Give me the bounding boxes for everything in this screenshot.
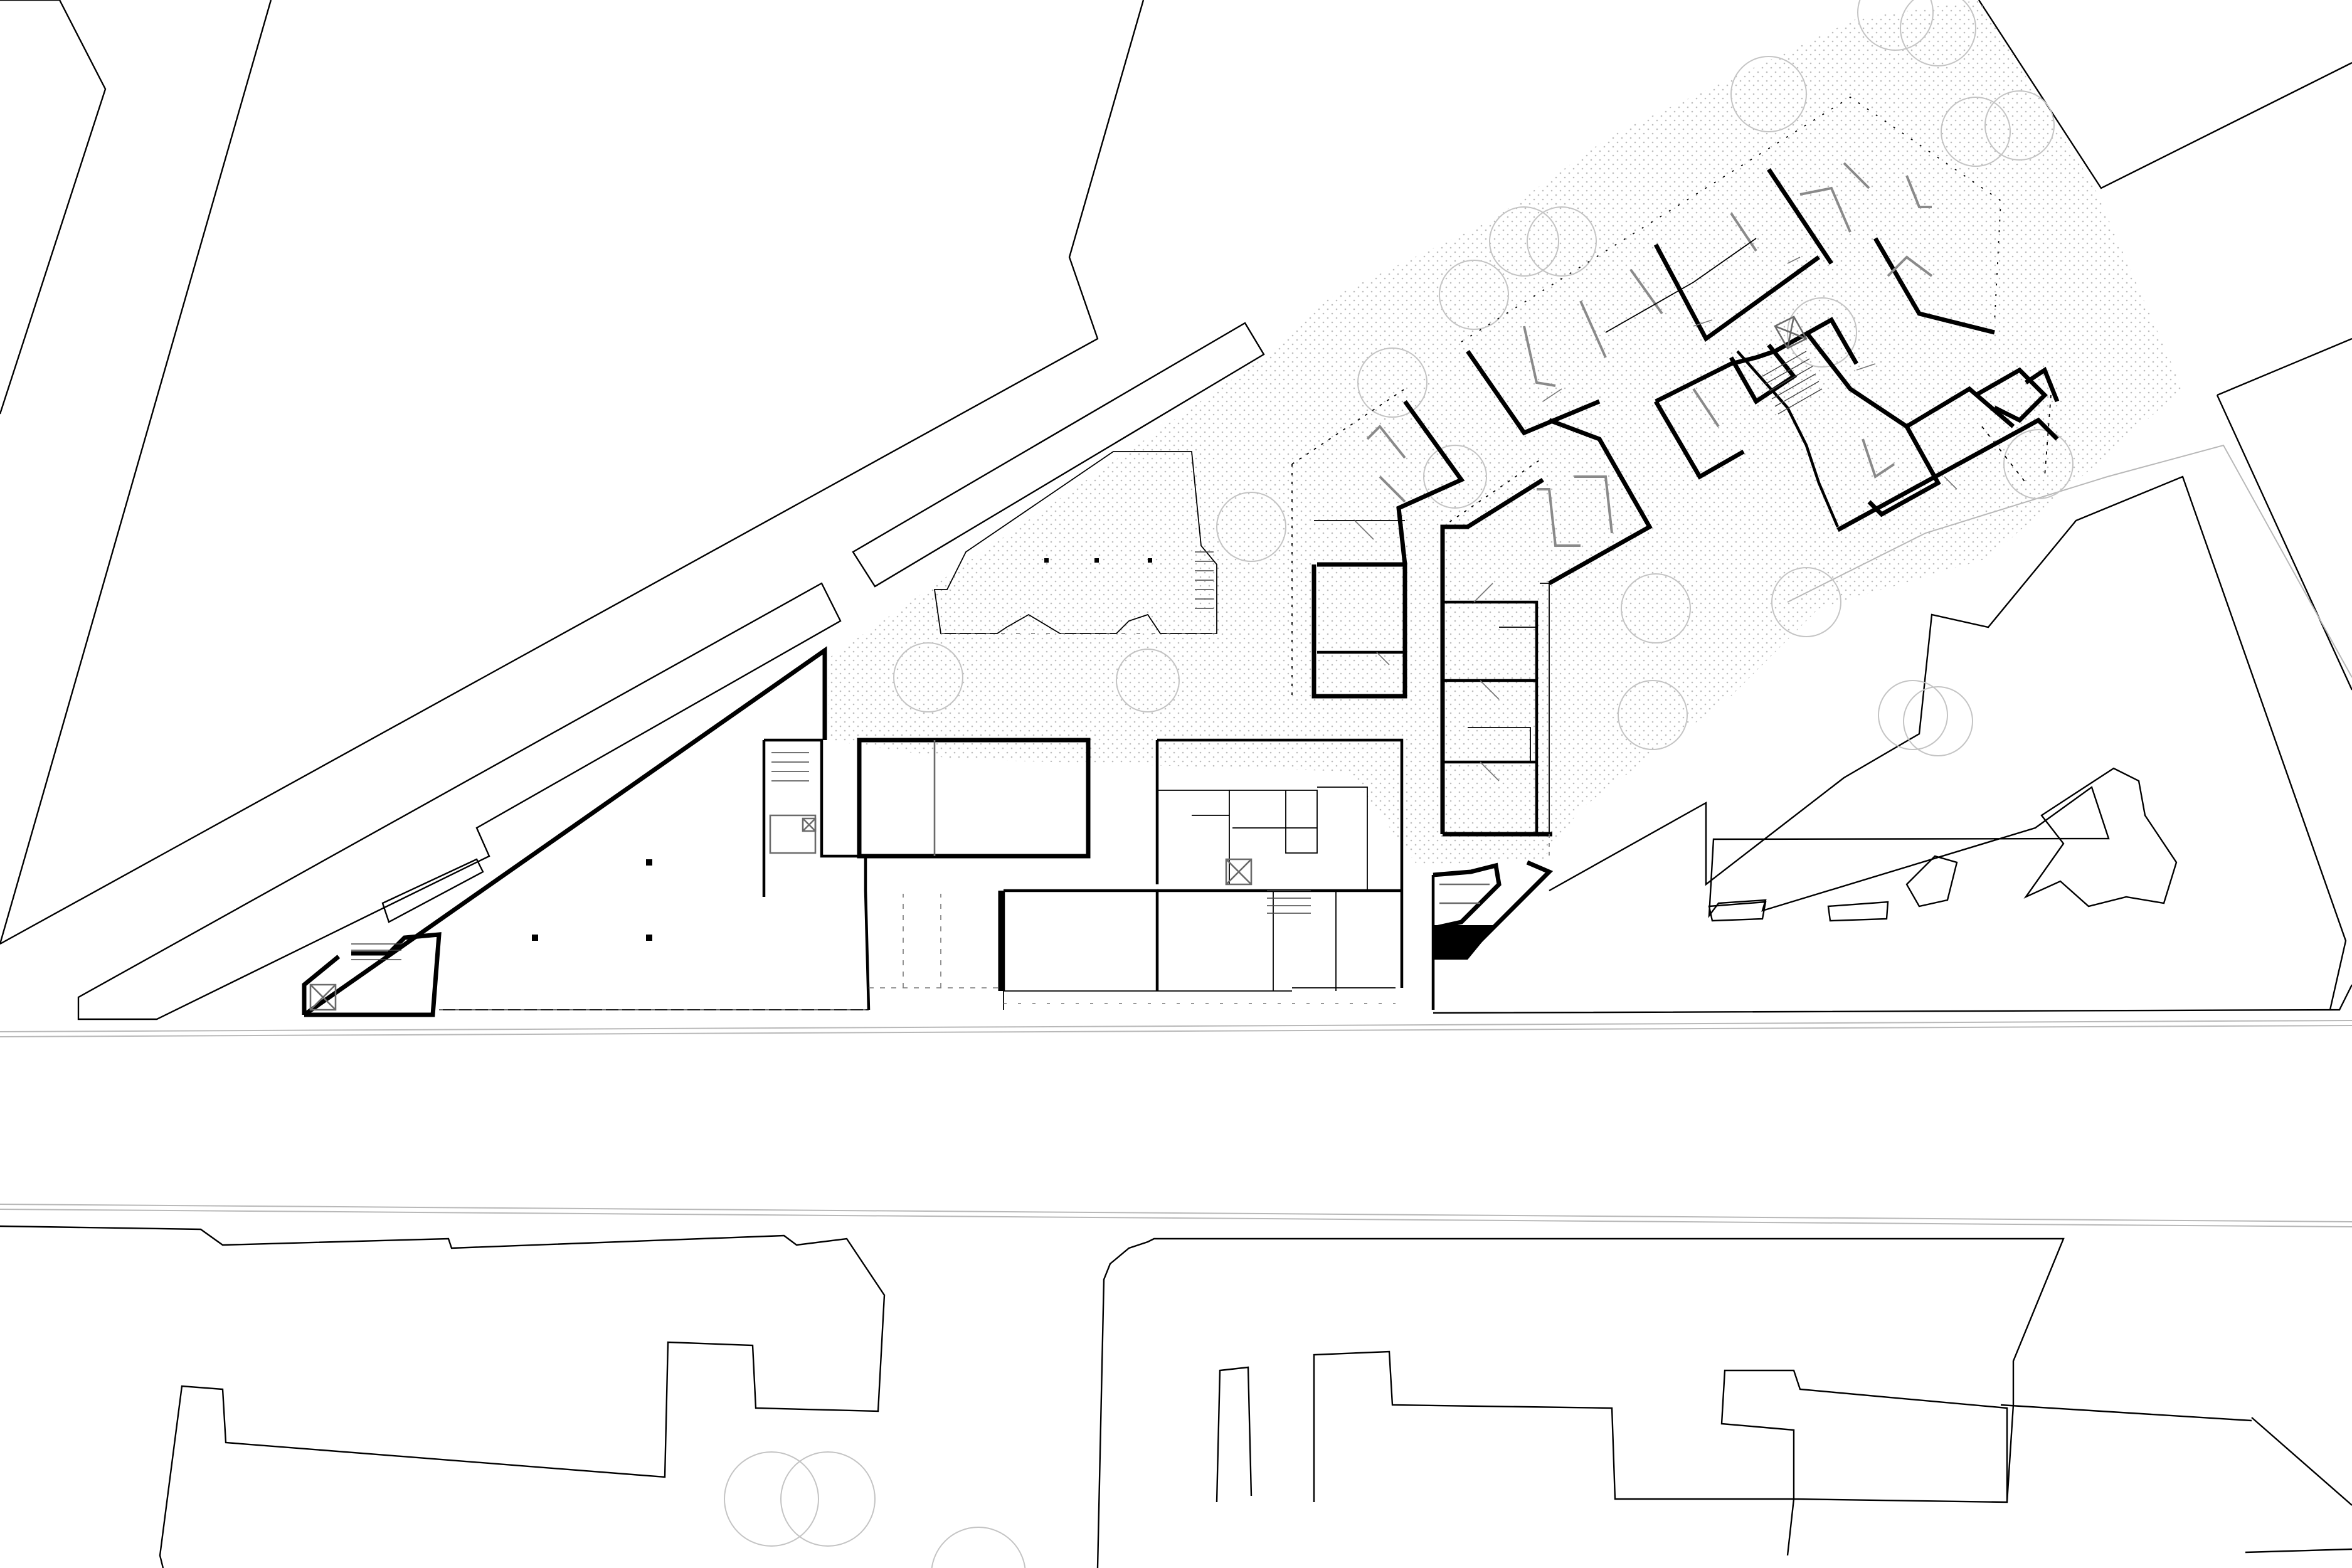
south-context-buildings [0, 1225, 2352, 1568]
east-context [1433, 444, 2352, 1014]
central-building [857, 738, 1404, 1010]
residential-wing-d [1653, 315, 2060, 532]
south-trees [724, 1451, 1026, 1568]
west-hall-building [302, 646, 871, 1017]
north-context-buildings [0, 0, 2352, 1020]
courtyard-paving-hatch [828, 0, 2183, 866]
gallery-wing [933, 451, 1217, 634]
corner-stair-tower [1431, 860, 1554, 1010]
residential-wing-c [1461, 96, 2001, 436]
residential-wing-b [1440, 418, 1653, 859]
trees [893, 0, 2074, 756]
street-lines [0, 1020, 2352, 1227]
residential-wing-a [1291, 388, 1465, 699]
